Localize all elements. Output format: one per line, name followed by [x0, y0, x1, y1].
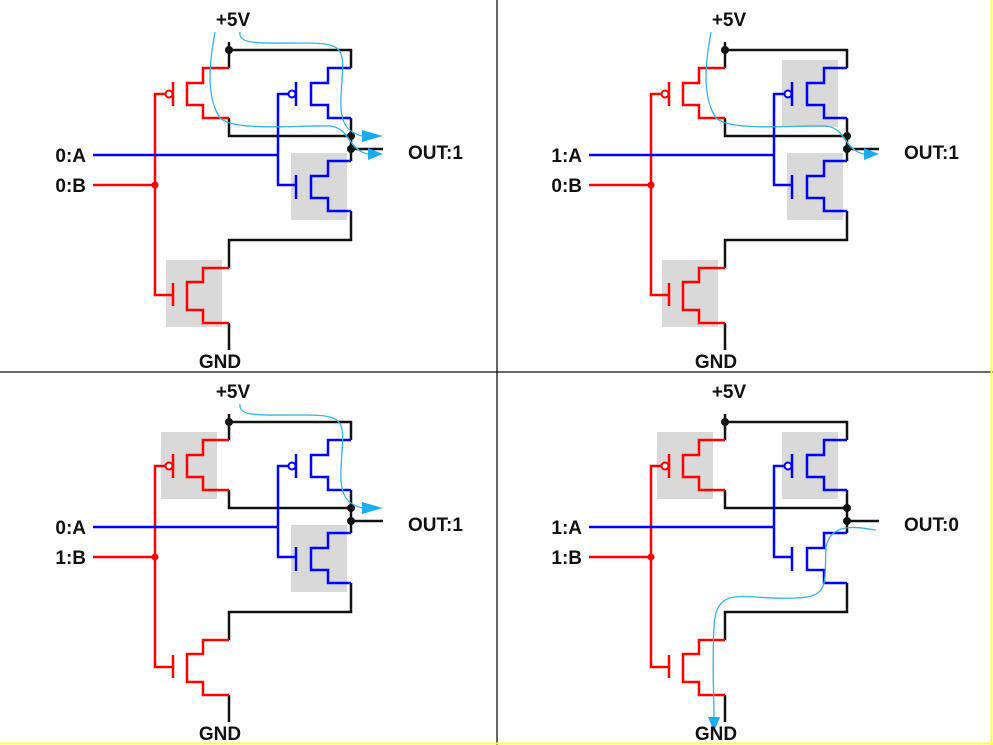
input-b-label: 0:B [55, 176, 86, 197]
ground-label: GND [199, 352, 241, 373]
pmos-a-bubble [287, 461, 297, 471]
ground-path-wire [227, 583, 353, 722]
ground-path-wire [723, 583, 849, 722]
junction-dot [225, 418, 233, 426]
highlight-nmos-a [291, 153, 347, 220]
pmos-a-channel [805, 438, 847, 492]
current-flow-vdd-via-pmos-a-to-out [239, 31, 363, 137]
pmos-b-channel [681, 66, 725, 120]
junction-dot [843, 132, 851, 140]
input-a-label: 1:A [551, 146, 582, 167]
input-b-wire [589, 92, 669, 297]
input-b-wire [93, 464, 173, 669]
pmos-b-bubble [660, 461, 670, 471]
pmos-a-channel [309, 438, 351, 492]
current-flow-vdd-via-pmos-a-to-out [239, 403, 363, 509]
nmos-b-channel [681, 266, 725, 325]
input-a-label: 1:A [551, 518, 582, 539]
pmos-b-channel [185, 66, 229, 120]
current-flow-arrowhead [362, 130, 383, 142]
junction-dot [347, 145, 355, 153]
junction-dot [721, 418, 729, 426]
input-b-junction [647, 553, 655, 561]
junction-dot [721, 46, 729, 54]
supply-label: +5V [216, 10, 251, 31]
input-a-wire [589, 92, 792, 187]
nmos-b-channel [185, 266, 229, 325]
ground-label: GND [695, 724, 737, 745]
panel-top-left: +5V GND 0:A 0:B OUT:1 [55, 10, 463, 373]
pmos-a-channel [805, 66, 847, 120]
input-a-wire [589, 464, 792, 559]
input-b-junction [151, 553, 159, 561]
pmos-a-channel [309, 66, 351, 120]
current-flow-arrowhead [362, 502, 383, 514]
input-a-wire [93, 464, 296, 559]
input-b-label: 1:B [551, 548, 582, 569]
nmos-a-channel [805, 159, 847, 213]
junction-dot [843, 517, 851, 525]
panel-top-right: +5V GND 1:A 0:B OUT:1 [551, 10, 959, 373]
junction-dot [347, 517, 355, 525]
nmos-b-channel [185, 638, 229, 697]
highlight-nmos-a [291, 525, 347, 592]
input-b-label: 1:B [55, 548, 86, 569]
input-b-junction [647, 181, 655, 189]
pmos-b-bubble [660, 89, 670, 99]
pmos-a-bubble [287, 89, 297, 99]
output-label: OUT:1 [408, 515, 463, 536]
current-flow-vdd-via-pmos-b-to-out [705, 31, 865, 155]
panel-bottom-left: +5V GND 0:A 1:B OUT:1 [55, 382, 463, 745]
output-label: OUT:0 [904, 515, 959, 536]
pmos-b-bubble [164, 461, 174, 471]
current-flow-arrowhead [368, 148, 383, 160]
highlight-nmos-b [166, 260, 222, 327]
input-a-label: 0:A [55, 518, 86, 539]
pmos-a-bubble [783, 89, 793, 99]
pmos-a-bubble [783, 461, 793, 471]
junction-dot [347, 132, 355, 140]
supply-label: +5V [712, 10, 747, 31]
nmos-a-channel [805, 531, 847, 585]
highlight-nmos-a [787, 153, 843, 220]
input-a-wire [93, 92, 296, 187]
panel-bottom-right: +5V GND 1:A 1:B OUT:0 [551, 382, 959, 745]
nmos-a-channel [309, 159, 351, 213]
junction-dot [225, 46, 233, 54]
input-b-label: 0:B [551, 176, 582, 197]
input-a-label: 0:A [55, 146, 86, 167]
nmos-b-channel [681, 638, 725, 697]
ground-label: GND [695, 352, 737, 373]
ground-path-wire [723, 211, 849, 350]
junction-dot [843, 504, 851, 512]
supply-label: +5V [216, 382, 251, 403]
ground-path-wire [227, 211, 353, 350]
highlight-nmos-b [662, 260, 718, 327]
output-label: OUT:1 [408, 143, 463, 164]
input-b-wire [93, 92, 173, 297]
pmos-b-bubble [164, 89, 174, 99]
junction-dot [843, 145, 851, 153]
pmos-b-channel [681, 438, 725, 492]
input-b-wire [589, 464, 669, 669]
pmos-b-channel [185, 438, 229, 492]
nmos-a-channel [309, 531, 351, 585]
supply-label: +5V [712, 382, 747, 403]
current-flow-vdd-via-pmos-b-to-out [209, 31, 369, 155]
junction-dot [347, 504, 355, 512]
ground-label: GND [199, 724, 241, 745]
current-flow-arrowhead [864, 148, 879, 160]
current-flow-arrowhead [708, 717, 720, 732]
output-label: OUT:1 [904, 143, 959, 164]
current-flow-out-via-nmos-to-gnd [712, 526, 877, 718]
input-b-junction [151, 181, 159, 189]
